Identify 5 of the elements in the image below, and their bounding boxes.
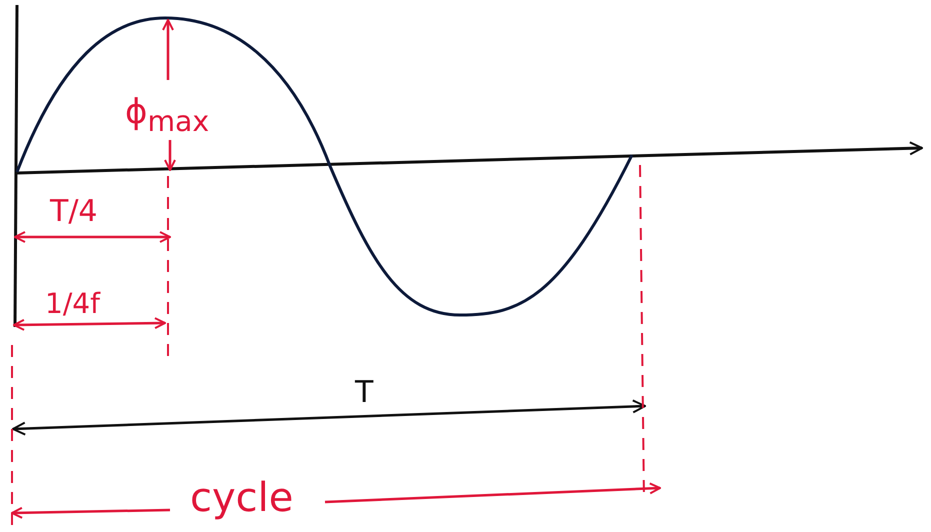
dimension-label: T [355,378,374,408]
dimension-label: cycle [190,478,294,518]
dimension-label: T/4 [50,197,98,227]
dimension-label: ϕ$_{max}$ [125,95,210,136]
dimension-label: 1/4f [45,290,100,318]
